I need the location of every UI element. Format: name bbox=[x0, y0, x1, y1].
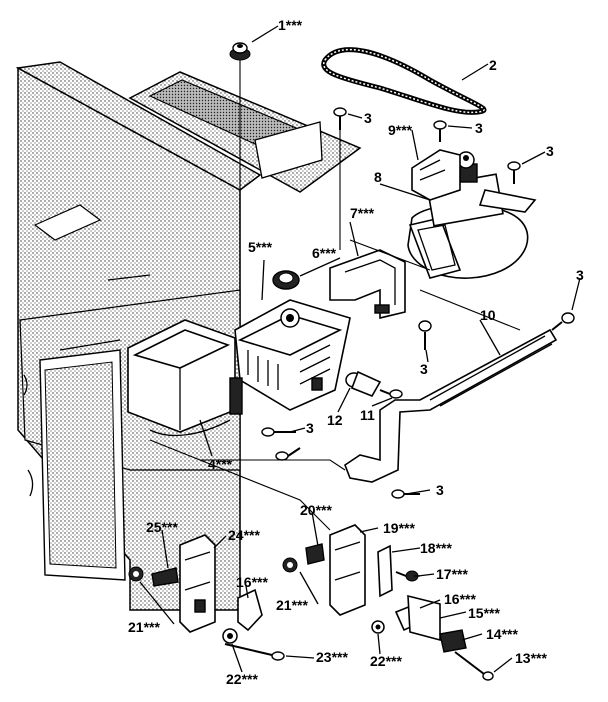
switch-part-14 bbox=[439, 629, 467, 653]
label-part-21-left: 21*** bbox=[128, 619, 160, 635]
magnetron-part-5 bbox=[234, 299, 351, 411]
label-part-13: 13*** bbox=[515, 650, 547, 666]
label-part-6: 6*** bbox=[312, 245, 337, 261]
label-part-7: 7*** bbox=[350, 205, 375, 221]
screw-part-17 bbox=[395, 570, 419, 582]
label-part-1: 1*** bbox=[278, 17, 303, 33]
label-part-3-b: 3 bbox=[475, 120, 483, 136]
switch-bracket-part-19 bbox=[329, 524, 366, 616]
nut-part-21-left bbox=[128, 566, 144, 582]
label-part-15: 15*** bbox=[468, 605, 500, 621]
part-labels: 1*** 2 3 3 3 9*** 8 7*** 6*** 5*** 3 10 … bbox=[128, 17, 584, 687]
label-part-25: 25*** bbox=[146, 519, 178, 535]
label-part-20: 20*** bbox=[300, 502, 332, 518]
label-part-3-c: 3 bbox=[546, 143, 554, 159]
nut-part-21-right bbox=[282, 557, 298, 573]
switch-bracket-part-24 bbox=[179, 534, 216, 633]
label-part-4: 4*** bbox=[208, 456, 233, 472]
assembly-guide-lines bbox=[149, 130, 521, 560]
label-part-2: 2 bbox=[489, 57, 497, 73]
label-part-11: 11 bbox=[360, 407, 375, 423]
label-part-16-left: 16*** bbox=[236, 574, 268, 590]
label-part-16-right: 16*** bbox=[444, 591, 476, 607]
belt-part-2 bbox=[321, 47, 487, 115]
label-part-5: 5*** bbox=[248, 239, 273, 255]
label-part-21-right: 21*** bbox=[276, 597, 308, 613]
label-part-3-e: 3 bbox=[420, 361, 428, 377]
nut-part-22-left bbox=[222, 628, 238, 644]
label-part-24: 24*** bbox=[228, 527, 260, 543]
label-part-12: 12 bbox=[327, 412, 343, 428]
nut-part-22-right bbox=[371, 620, 385, 634]
label-part-3-f: 3 bbox=[306, 420, 314, 436]
label-part-23: 23*** bbox=[316, 649, 348, 665]
screw-part-11 bbox=[379, 389, 403, 399]
label-part-3-a: 3 bbox=[364, 110, 372, 126]
bracket-part-9 bbox=[411, 149, 461, 201]
top-cover-plate bbox=[128, 71, 362, 193]
screw-part-13 bbox=[454, 651, 494, 681]
label-part-17: 17*** bbox=[436, 566, 468, 582]
screw-part-23 bbox=[224, 643, 285, 661]
screw-3-top-left bbox=[333, 107, 347, 130]
fan-motor-assembly-part-8 bbox=[407, 151, 537, 279]
gasket-part-6 bbox=[272, 270, 300, 290]
screw-3-top-mid bbox=[433, 120, 447, 142]
switch-part-25 bbox=[151, 567, 179, 587]
label-part-9: 9*** bbox=[388, 122, 413, 138]
label-part-3-g: 3 bbox=[436, 482, 444, 498]
waveguide-part-7 bbox=[329, 249, 406, 320]
label-part-19: 19*** bbox=[383, 520, 415, 536]
grommet-part-1 bbox=[229, 42, 251, 61]
switch-part-20 bbox=[305, 543, 325, 565]
label-part-3-d: 3 bbox=[576, 267, 584, 283]
screw-3-top-right bbox=[507, 161, 521, 184]
capacitor-part-4 bbox=[127, 319, 243, 437]
thermal-cutout-part-12 bbox=[345, 370, 382, 398]
label-part-22-left: 22*** bbox=[226, 671, 258, 687]
actuator-part-16-left bbox=[237, 588, 263, 632]
label-part-18: 18*** bbox=[420, 540, 452, 556]
label-part-14: 14*** bbox=[486, 626, 518, 642]
screw-3-waveguide bbox=[418, 320, 432, 350]
bracket-part-10 bbox=[344, 328, 558, 483]
screw-3-bracket-right bbox=[551, 312, 575, 331]
label-part-22-right: 22*** bbox=[370, 653, 402, 669]
bracket-part-15 bbox=[407, 594, 441, 642]
label-part-10: 10 bbox=[480, 307, 496, 323]
lever-part-18 bbox=[377, 544, 393, 598]
leader-lines bbox=[139, 25, 581, 673]
label-part-8: 8 bbox=[374, 169, 382, 185]
screw-3-left-b bbox=[275, 447, 301, 461]
